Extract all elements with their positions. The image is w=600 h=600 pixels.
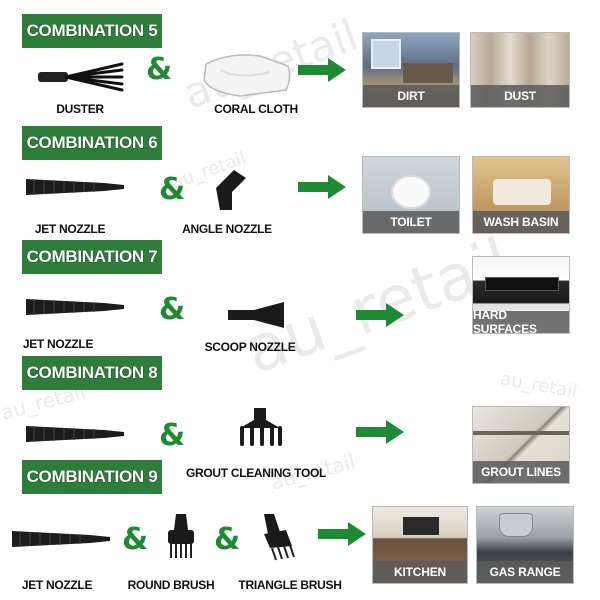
hard-surfaces-photo: HARD SURFACES xyxy=(472,256,570,334)
wash-basin-caption: WASH BASIN xyxy=(473,211,569,233)
arrow-right-icon xyxy=(298,58,346,82)
watermark-text: au_retail xyxy=(498,368,579,403)
triangle-brush-icon xyxy=(264,514,295,561)
coral-cloth-label: CORAL CLOTH xyxy=(214,102,298,116)
dust-caption: DUST xyxy=(471,85,569,107)
grout-lines-caption: GROUT LINES xyxy=(473,461,569,483)
jet-nozzle-icon xyxy=(26,426,124,442)
jet-nozzle-label: JET NOZZLE xyxy=(21,578,93,592)
round-brush-label: ROUND BRUSH xyxy=(127,578,215,592)
angle-nozzle-label: ANGLE NOZZLE xyxy=(182,222,272,236)
jet-nozzle-icon xyxy=(12,531,110,547)
wash-basin-photo: WASH BASIN xyxy=(472,156,570,234)
coral-cloth-icon xyxy=(203,54,291,97)
round-brush-icon xyxy=(168,514,194,558)
ampersand: & xyxy=(122,522,149,557)
grout-tool-icon xyxy=(240,408,282,446)
ampersand: & xyxy=(159,292,186,327)
jet-nozzle-icon xyxy=(26,179,124,195)
kitchen-caption: KITCHEN xyxy=(373,561,467,583)
combination-6-banner: COMBINATION 6 xyxy=(22,126,162,160)
jet-nozzle-label: JET NOZZLE xyxy=(22,337,94,351)
dirt-photo: DIRT xyxy=(362,32,460,108)
arrow-right-icon xyxy=(318,522,366,546)
duster-label: DUSTER xyxy=(56,102,104,116)
dust-photo: DUST xyxy=(470,32,570,108)
grout-tool-label: GROUT CLEANING TOOL xyxy=(185,466,327,480)
combination-7-banner: COMBINATION 7 xyxy=(22,240,162,274)
arrow-right-icon xyxy=(298,175,346,199)
toilet-photo: TOILET xyxy=(362,156,460,234)
combination-9-banner: COMBINATION 9 xyxy=(22,460,162,494)
gas-range-caption: GAS RANGE xyxy=(477,561,573,583)
hard-surfaces-caption: HARD SURFACES xyxy=(473,308,569,333)
jet-nozzle-label: JET NOZZLE xyxy=(34,222,106,236)
kitchen-photo: KITCHEN xyxy=(372,506,468,584)
grout-lines-photo: GROUT LINES xyxy=(472,406,570,484)
arrow-right-icon xyxy=(356,420,404,444)
scoop-nozzle-icon xyxy=(228,302,284,328)
jet-nozzle-icon xyxy=(26,299,124,315)
duster-icon xyxy=(38,62,124,92)
ampersand: & xyxy=(214,522,241,557)
triangle-brush-label: TRIANGLE BRUSH xyxy=(238,578,342,592)
angle-nozzle-icon xyxy=(216,170,246,210)
combination-5-banner: COMBINATION 5 xyxy=(22,14,162,48)
ampersand: & xyxy=(159,418,186,453)
gas-range-photo: GAS RANGE xyxy=(476,506,574,584)
arrow-right-icon xyxy=(356,303,404,327)
toilet-caption: TOILET xyxy=(363,211,459,233)
dirt-caption: DIRT xyxy=(363,85,459,107)
combination-8-banner: COMBINATION 8 xyxy=(22,356,162,390)
scoop-nozzle-label: SCOOP NOZZLE xyxy=(204,340,296,354)
ampersand: & xyxy=(159,172,186,207)
ampersand: & xyxy=(146,52,173,87)
